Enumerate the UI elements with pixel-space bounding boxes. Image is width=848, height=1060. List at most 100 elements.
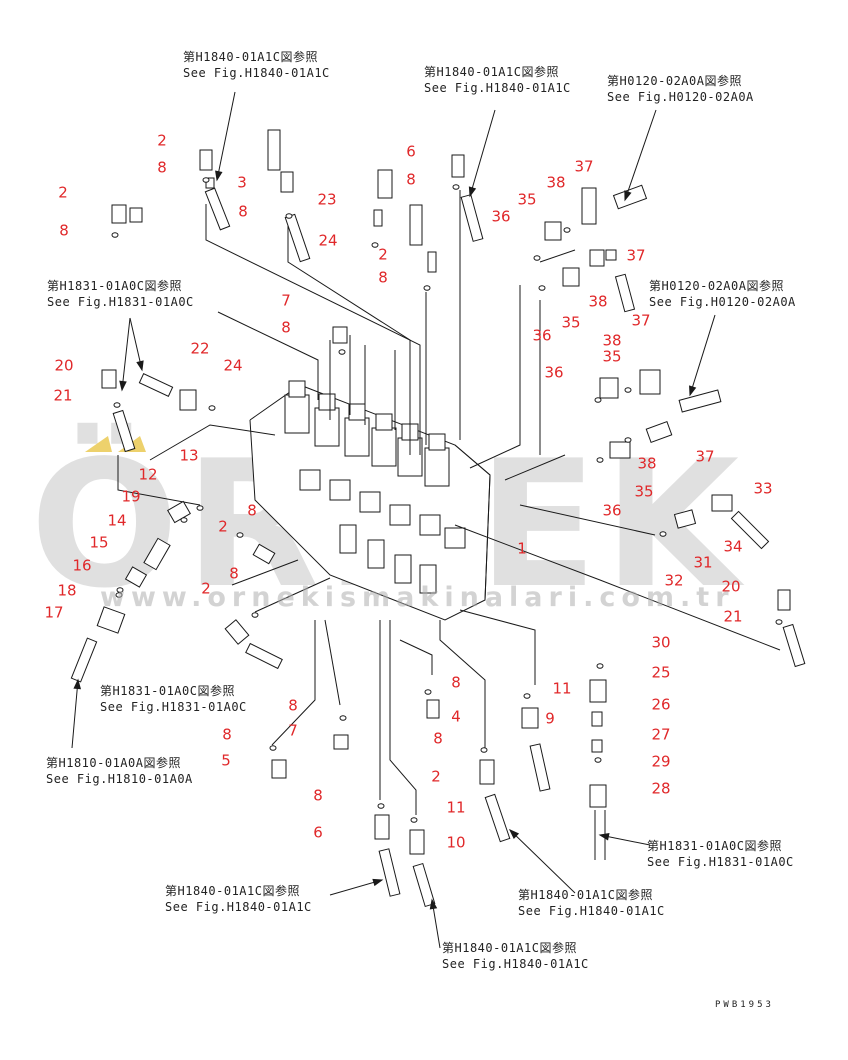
- part-number-label: 2: [218, 518, 228, 536]
- elbow-fitting: [639, 369, 661, 395]
- hose: [460, 194, 484, 242]
- valve-section: [314, 407, 340, 447]
- elbow-fitting: [111, 204, 127, 224]
- part-number-label: 33: [753, 480, 772, 498]
- elbow-fitting: [101, 369, 117, 389]
- leader-line: [459, 609, 536, 685]
- part-number-label: 2: [201, 580, 211, 598]
- port: [419, 514, 441, 536]
- hose: [284, 213, 311, 263]
- o-ring: [111, 232, 119, 238]
- hose: [782, 623, 806, 668]
- union-fitting: [609, 441, 631, 459]
- fitting: [605, 249, 617, 261]
- nipple: [426, 699, 440, 719]
- valve-section: [424, 447, 450, 487]
- reference-note-en: See Fig.H1831-01A0C: [100, 700, 247, 714]
- leader-line: [539, 249, 576, 263]
- part-number-label: 30: [651, 634, 670, 652]
- part-number-label: 35: [517, 191, 536, 209]
- valve-assembly-drawing: [70, 91, 806, 949]
- part-number-label: 24: [318, 232, 337, 250]
- valve-plug: [288, 380, 306, 398]
- part-number-label: 14: [107, 512, 126, 530]
- connector: [96, 606, 126, 634]
- elbow-fitting: [224, 619, 250, 645]
- leader-line: [149, 424, 276, 461]
- pipe-end: [409, 204, 423, 246]
- part-number-label: 22: [190, 340, 209, 358]
- union-fitting: [562, 267, 580, 287]
- body-edge: [454, 444, 491, 601]
- part-number-label: 37: [574, 158, 593, 176]
- nipple: [591, 711, 603, 727]
- reference-note-jp: 第H1840-01A1C図参照: [518, 888, 653, 902]
- part-number-label: 28: [651, 780, 670, 798]
- part-number-label: 13: [179, 447, 198, 465]
- part-number-labels: 2838286823242837383536373538363778222420…: [44, 132, 772, 852]
- connector: [645, 421, 673, 443]
- reference-arrowhead: [508, 828, 520, 839]
- hose: [70, 637, 98, 683]
- reference-note: 第H1831-01A0C図参照 See Fig.H1831-01A0C: [100, 683, 247, 715]
- reference-arrowhead: [598, 833, 610, 841]
- part-number-label: 23: [317, 191, 336, 209]
- leader-line: [254, 577, 331, 613]
- o-ring: [775, 619, 783, 625]
- reference-arrowhead: [215, 170, 223, 182]
- part-number-label: 37: [626, 247, 645, 265]
- o-ring: [624, 437, 632, 443]
- part-number-label: 8: [229, 565, 239, 583]
- part-number-label: 38: [546, 174, 565, 192]
- part-number-label: 9: [545, 710, 555, 728]
- part-number-label: 24: [223, 357, 242, 375]
- hose: [412, 862, 436, 908]
- part-number-label: 8: [451, 674, 461, 692]
- o-ring: [180, 517, 188, 523]
- part-number-label: 21: [53, 387, 72, 405]
- leader-line: [271, 620, 316, 746]
- part-number-label: 38: [602, 332, 621, 350]
- part-number-label: 8: [157, 159, 167, 177]
- watermark-accent-left: [85, 436, 112, 452]
- reference-note-jp: 第H0120-02A0A図参照: [607, 74, 742, 88]
- port: [329, 479, 351, 501]
- leader-line: [439, 620, 486, 748]
- hose: [730, 510, 770, 550]
- part-number-label: 8: [222, 726, 232, 744]
- o-ring: [236, 532, 244, 538]
- spool-cap: [419, 564, 437, 594]
- o-ring: [594, 757, 602, 763]
- reference-note-jp: 第H1831-01A0C図参照: [100, 684, 235, 698]
- reference-arrow: [216, 91, 236, 181]
- reference-note-jp: 第H1840-01A1C図参照: [442, 941, 577, 955]
- part-number-label: 8: [281, 319, 291, 337]
- adapter: [179, 389, 197, 411]
- part-number-label: 36: [532, 327, 551, 345]
- part-number-label: 4: [451, 708, 461, 726]
- reference-note-jp: 第H1840-01A1C図参照: [424, 65, 559, 79]
- part-number-label: 8: [433, 730, 443, 748]
- part-number-label: 7: [281, 292, 291, 310]
- union-fitting: [544, 221, 562, 241]
- part-number-label: 18: [57, 582, 76, 600]
- o-ring: [424, 689, 432, 695]
- leader-line: [504, 454, 566, 481]
- o-ring: [533, 255, 541, 261]
- reference-arrow: [689, 314, 716, 396]
- reference-note-en: See Fig.H1840-01A1C: [165, 900, 312, 914]
- leader-line: [399, 639, 433, 675]
- hose-end: [612, 184, 648, 210]
- o-ring: [196, 505, 204, 511]
- part-number-label: 3: [237, 174, 247, 192]
- leader-line: [519, 504, 656, 536]
- leader-line: [205, 204, 421, 455]
- o-ring: [339, 715, 347, 721]
- reference-arrow: [71, 679, 79, 749]
